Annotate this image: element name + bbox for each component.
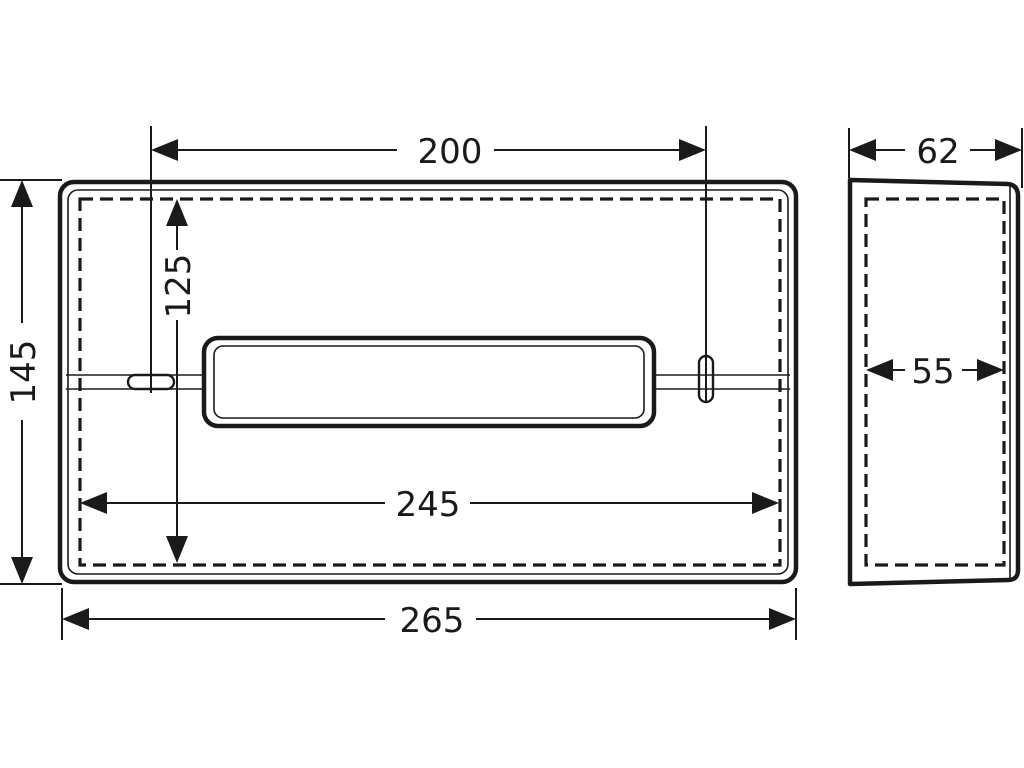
dimension-245-label: 245 — [396, 485, 461, 525]
dimension-265-label: 265 — [400, 601, 465, 641]
dimension-55: 55 — [866, 352, 1004, 392]
dimension-62-label: 62 — [916, 132, 959, 172]
front-hidden-contour — [78, 197, 782, 567]
dimension-245: 245 — [80, 485, 779, 525]
dimension-265: 265 — [61, 588, 797, 641]
tissue-opening-outer — [201, 335, 657, 429]
dimension-62: 62 — [848, 128, 1023, 188]
dimension-125-label: 125 — [159, 254, 199, 319]
front-outer-outline — [57, 179, 799, 585]
dimension-145: 145 — [0, 179, 62, 585]
dimension-200-label: 200 — [418, 132, 483, 172]
side-hidden-contour — [864, 197, 1006, 567]
dimension-55-label: 55 — [911, 352, 954, 392]
tissue-opening-inner — [213, 345, 645, 419]
front-inner-rim — [67, 189, 789, 575]
front-view — [57, 179, 799, 585]
side-view — [847, 177, 1021, 587]
dimension-125: 125 — [159, 199, 199, 563]
dimension-145-label: 145 — [4, 340, 44, 405]
side-outer-outline — [847, 177, 1021, 587]
dimension-200: 200 — [150, 126, 707, 402]
